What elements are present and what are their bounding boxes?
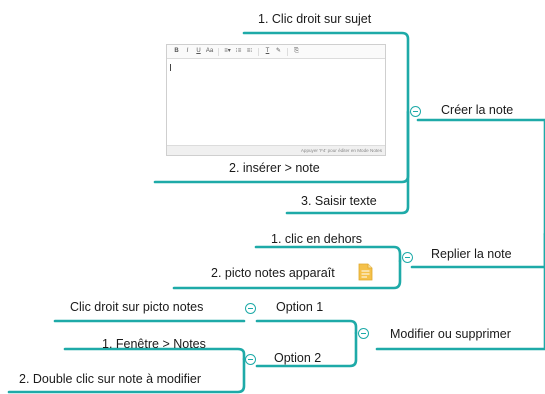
node-step1[interactable]: 1. Clic droit sur sujet xyxy=(258,12,372,26)
toolbar-separator xyxy=(287,47,288,56)
text-caret xyxy=(170,64,171,71)
node-clic-en-dehors[interactable]: 1. clic en dehors xyxy=(271,232,363,246)
highlight-button: ✎ xyxy=(275,48,282,54)
collapse-icon[interactable] xyxy=(410,106,421,117)
note-icon[interactable] xyxy=(358,263,373,281)
node-step3[interactable]: 3. Saisir texte xyxy=(301,194,377,208)
node-modifier-supprimer[interactable]: Modifier ou supprimer xyxy=(390,327,511,341)
toolbar-separator xyxy=(258,47,259,56)
node-double-clic[interactable]: 2. Double clic sur note à modifier xyxy=(19,372,202,386)
node-step2[interactable]: 2. insérer > note xyxy=(229,161,320,175)
editor-toolbar: B I U Aa ≡▾ ⁝≡ ≡⁝ T ✎ ⎘ xyxy=(167,45,385,59)
text-color-button: T xyxy=(265,48,270,54)
collapse-icon[interactable] xyxy=(402,252,413,263)
link-creer-step1 xyxy=(242,31,410,114)
align-button: ≡▾ xyxy=(224,48,231,54)
node-option2[interactable]: Option 2 xyxy=(274,351,322,365)
italic-button: I xyxy=(186,48,189,54)
node-option1[interactable]: Option 1 xyxy=(276,300,324,314)
bold-button: B xyxy=(174,48,179,54)
editor-statusbar: Appuyer 'F4' pour éditer en Mode Notes xyxy=(167,145,385,155)
link-option2-leaf2 xyxy=(7,357,246,394)
copy-button: ⎘ xyxy=(294,48,299,54)
font-button: Aa xyxy=(205,48,214,54)
link-modifier-option2 xyxy=(255,331,358,368)
node-creer-la-note[interactable]: Créer la note xyxy=(441,103,514,117)
underline-button: U xyxy=(196,48,201,54)
collapse-icon[interactable] xyxy=(245,354,256,365)
link-root-modifier xyxy=(375,232,545,351)
toolbar-separator xyxy=(218,47,219,56)
note-editor-screenshot: B I U Aa ≡▾ ⁝≡ ≡⁝ T ✎ ⎘ Appuyer 'F4' pou… xyxy=(166,44,386,156)
editor-status-text: Appuyer 'F4' pour éditer en Mode Notes xyxy=(300,148,382,153)
collapse-icon[interactable] xyxy=(358,328,369,339)
indent-button: ⁝≡ xyxy=(235,48,242,54)
node-fenetre-notes[interactable]: 1. Fenêtre > Notes xyxy=(102,337,206,351)
node-clic-droit-picto[interactable]: Clic droit sur picto notes xyxy=(70,300,204,314)
link-creer-step3 xyxy=(285,110,410,215)
link-root-creer xyxy=(416,118,545,236)
link-replier-dehors xyxy=(254,245,402,263)
node-picto-notes[interactable]: 2. picto notes apparaît xyxy=(211,266,335,280)
link-modifier-option1 xyxy=(255,319,358,335)
link-option2-leaf xyxy=(63,347,246,361)
collapse-icon[interactable] xyxy=(245,303,256,314)
link-replier-picto xyxy=(172,259,402,290)
link-root-replier xyxy=(410,232,545,269)
outdent-button: ≡⁝ xyxy=(246,48,253,54)
node-replier-la-note[interactable]: Replier la note xyxy=(431,247,512,261)
